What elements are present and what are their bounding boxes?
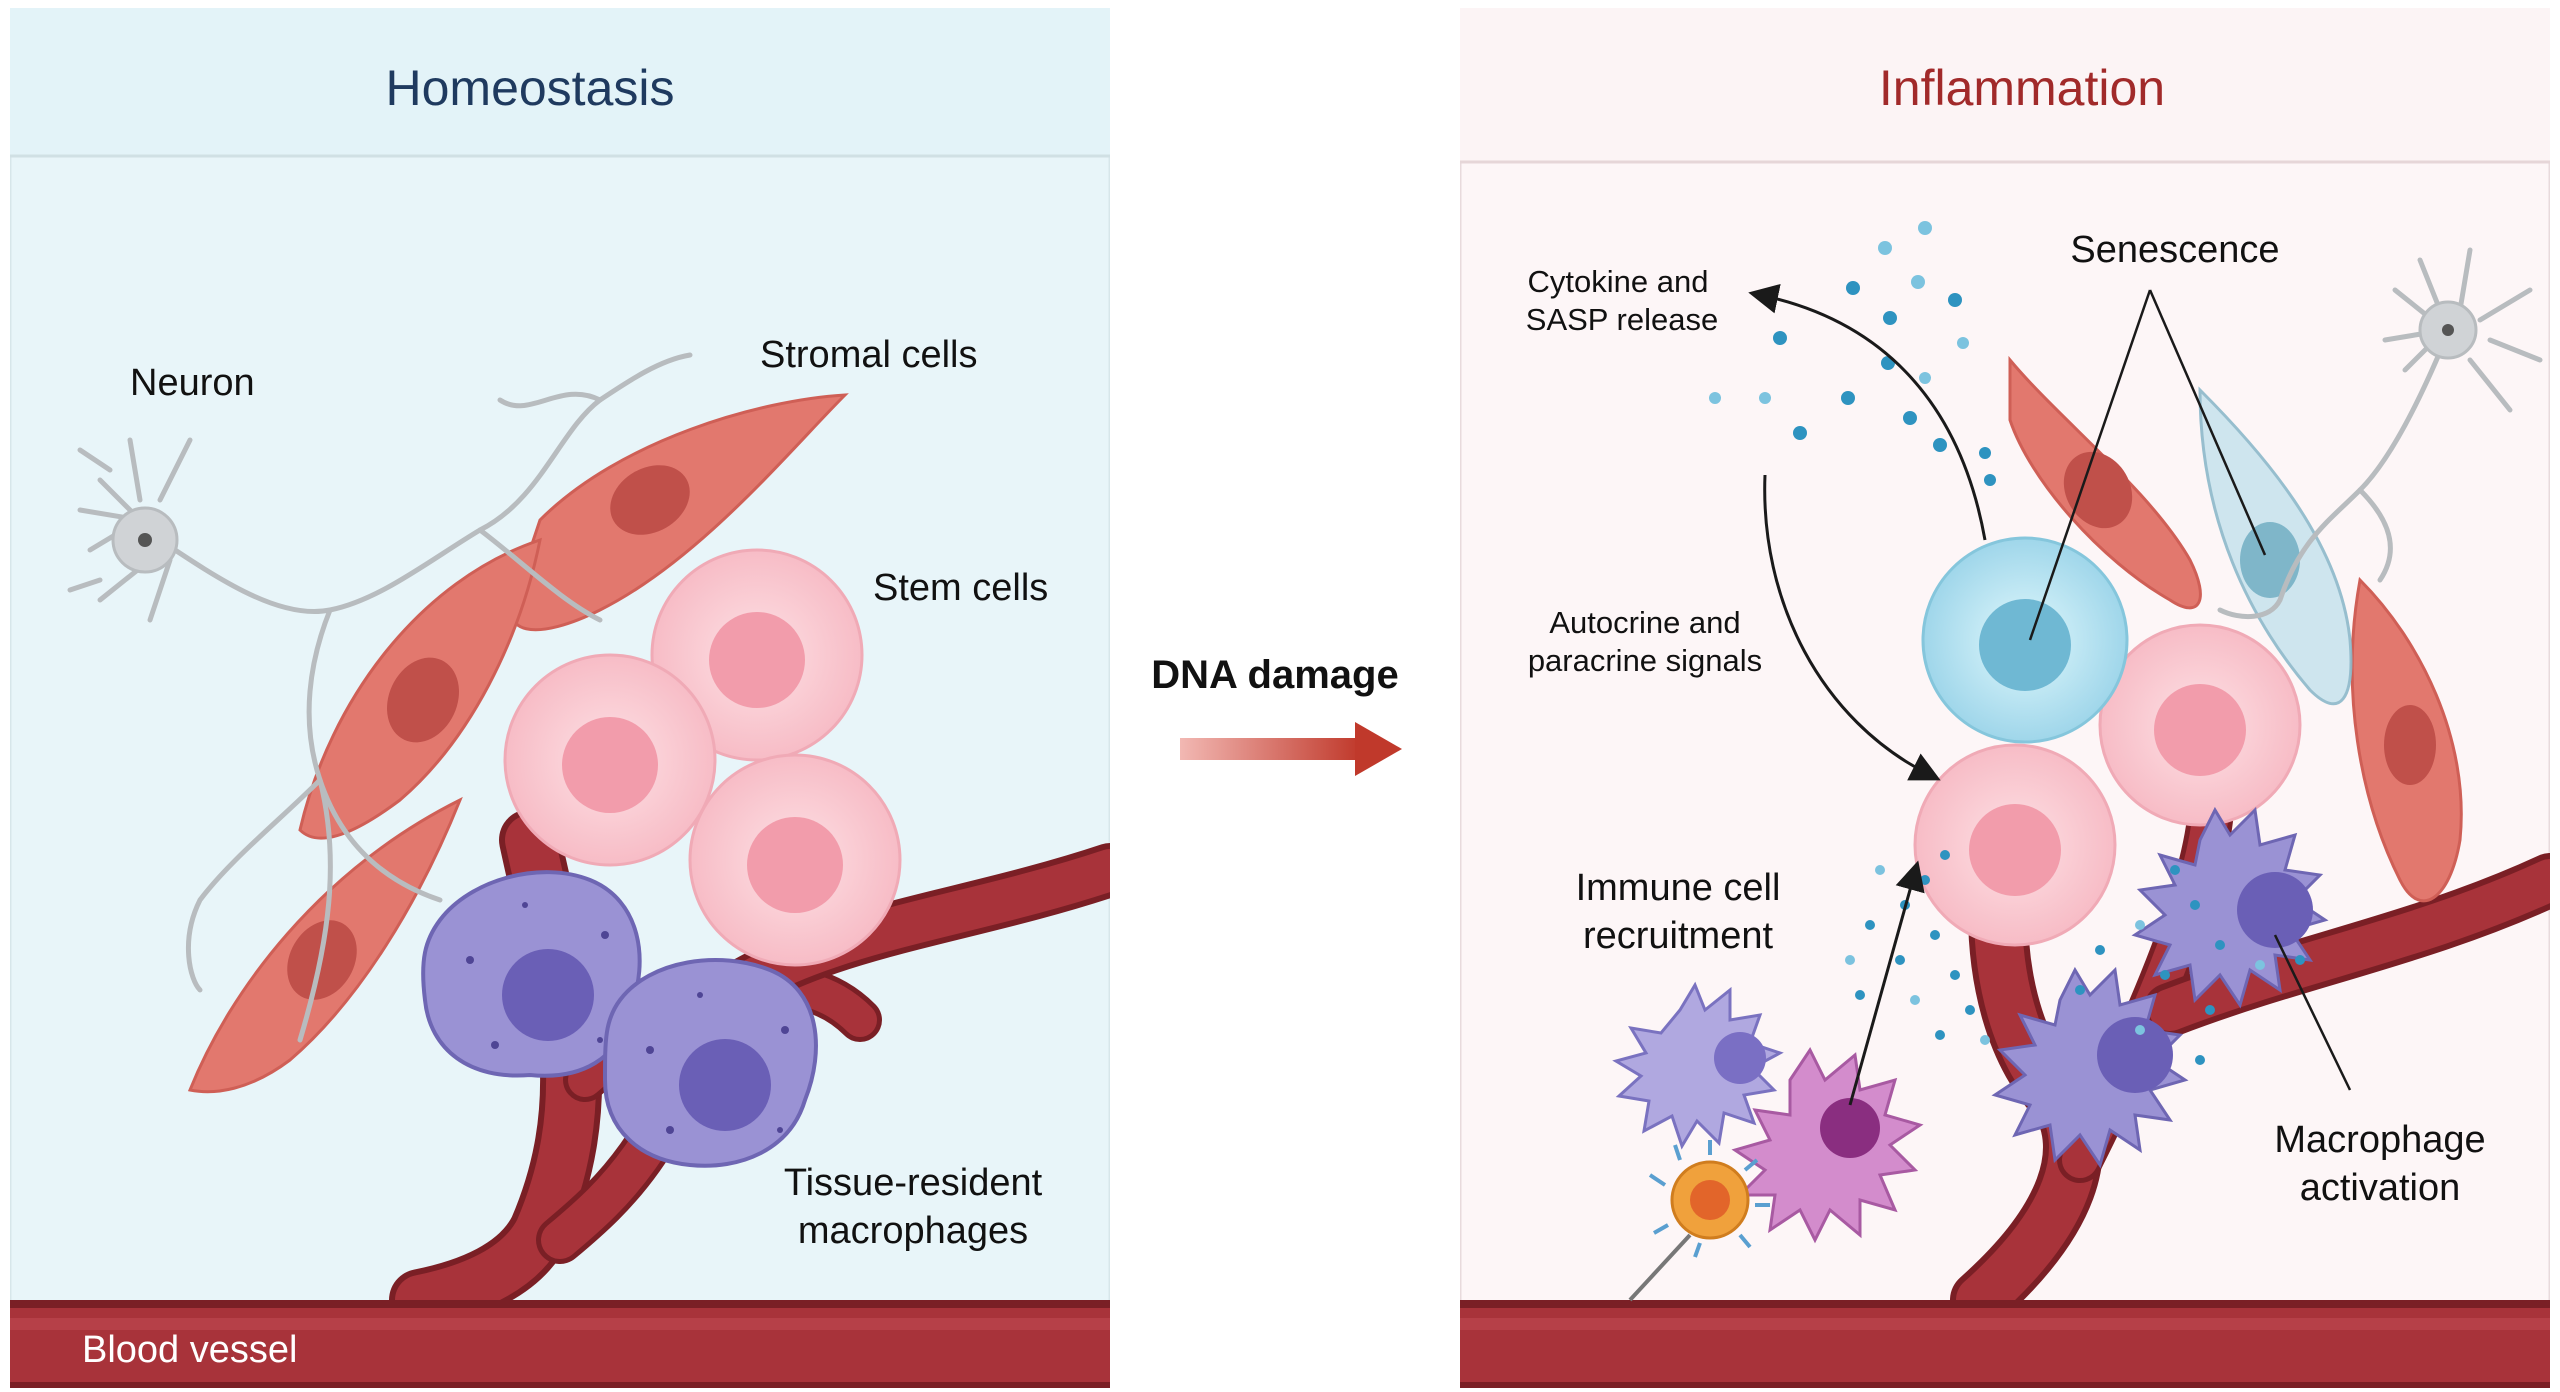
inflamed-neuron — [2217, 247, 2543, 620]
stem-cells — [503, 548, 902, 967]
blood-vessel-label: Blood vessel — [82, 1329, 297, 1371]
cytokine-label-line2: SASP release — [1526, 302, 1718, 337]
autocrine-label-line2: paracrine signals — [1528, 643, 1762, 678]
tissue-resident-macrophages — [421, 870, 818, 1168]
homeostasis-title: Homeostasis — [386, 60, 675, 116]
cytokine-label-line1: Cytokine and — [1528, 264, 1709, 299]
inflamed-stromal-cells — [2008, 355, 2463, 903]
macrophages-label-line1: Tissue-resident — [784, 1162, 1043, 1204]
senescence-label: Senescence — [2070, 229, 2279, 271]
macrophage-activation-label-line1: Macrophage — [2274, 1119, 2485, 1161]
inflammation-title: Inflammation — [1879, 60, 2165, 116]
macrophages-label-line2: macrophages — [798, 1210, 1028, 1252]
dna-damage-arrow-icon — [1355, 722, 1402, 776]
neuron-label: Neuron — [130, 362, 255, 404]
immune-recruitment-arrow — [1848, 860, 1925, 1106]
sasp-release-arrow — [1748, 283, 1987, 541]
dna-damage-label: DNA damage — [1151, 653, 1398, 697]
cytokine-particles — [1709, 221, 2305, 1065]
immune-label-line2: recruitment — [1583, 915, 1773, 957]
inflamed-stem-cells — [1913, 623, 2302, 947]
activated-macrophages — [1991, 806, 2329, 1169]
macrophage-activation-label-line2: activation — [2300, 1167, 2461, 1209]
stem-cells-label: Stem cells — [873, 567, 1048, 609]
immune-label-line1: Immune cell — [1576, 867, 1781, 909]
autocrine-label-line1: Autocrine and — [1549, 605, 1740, 640]
inflammation-panel — [1460, 8, 2550, 1388]
neuron — [67, 352, 693, 1043]
autocrine-paracrine-arrow — [1763, 474, 1941, 781]
dna-damage-transition: DNA damage — [1151, 653, 1402, 776]
stromal-cells-label: Stromal cells — [760, 334, 978, 376]
homeostasis-panel — [10, 8, 1110, 1388]
recruited-immune-cells — [1612, 981, 1924, 1302]
